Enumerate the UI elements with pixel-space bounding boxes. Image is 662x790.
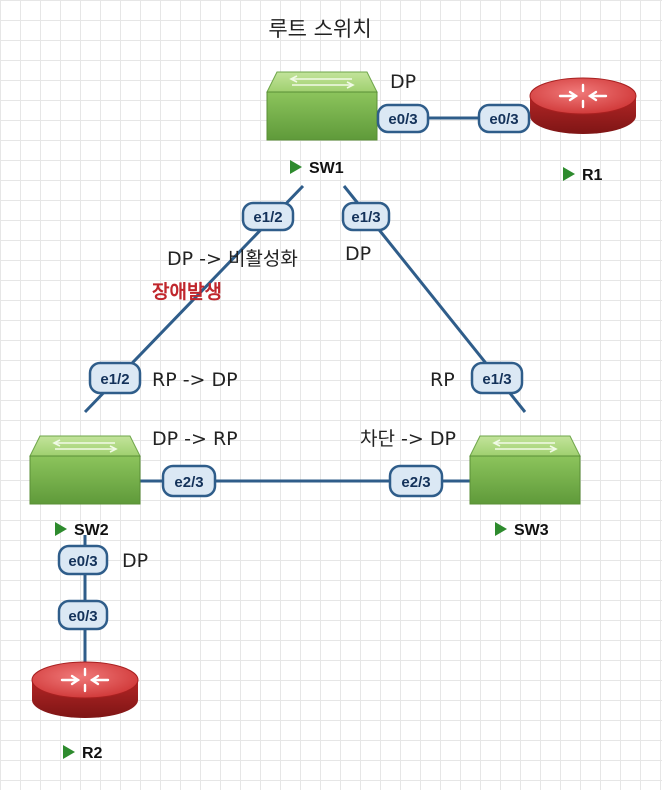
port-label: e2/3 <box>174 474 203 491</box>
device-label-sw1: SW1 <box>290 160 344 177</box>
port-label: e0/3 <box>388 111 417 128</box>
role-label-sw3-e1-3: RP <box>430 369 455 391</box>
port-badge-sw3-e2-3[interactable]: e2/3 <box>388 464 444 498</box>
switch-sw2[interactable] <box>29 435 141 505</box>
play-marker-icon <box>563 167 575 181</box>
role-label-sw1-e1-3: DP <box>345 243 371 265</box>
port-badge-sw1-e1-2[interactable]: e1/2 <box>241 201 295 232</box>
port-badge-r2-e0-3[interactable]: e0/3 <box>57 599 109 631</box>
port-label: e1/2 <box>100 371 129 388</box>
root-switch-title: 루트 스위치 <box>268 17 371 41</box>
port-label: e0/3 <box>68 608 97 625</box>
port-label: e0/3 <box>68 553 97 570</box>
device-label-sw3: SW3 <box>495 522 549 539</box>
port-label: e1/3 <box>351 209 380 226</box>
router-r2[interactable] <box>31 661 139 718</box>
port-label: e1/2 <box>253 209 282 226</box>
port-badge-sw2-e0-3[interactable]: e0/3 <box>57 544 109 576</box>
play-marker-icon <box>55 522 67 536</box>
role-label-sw1-e1-2: DP -> 비활성화 <box>167 248 298 270</box>
role-label-sw1-r1: DP <box>390 71 416 93</box>
switch-sw3[interactable] <box>469 435 581 505</box>
port-badge-sw1-e0-3[interactable]: e0/3 <box>376 103 430 134</box>
switch-icon <box>29 435 141 505</box>
router-r1[interactable] <box>529 77 637 134</box>
switch-icon <box>266 71 378 141</box>
port-badge-sw1-e1-3[interactable]: e1/3 <box>341 201 391 232</box>
port-badge-sw2-e1-2[interactable]: e1/2 <box>88 361 142 395</box>
play-marker-icon <box>63 745 75 759</box>
device-name: R1 <box>582 167 603 184</box>
port-label: e2/3 <box>401 474 430 491</box>
switch-icon <box>469 435 581 505</box>
play-marker-icon <box>290 160 302 174</box>
port-badge-r1-e0-3[interactable]: e0/3 <box>477 103 531 134</box>
role-label-sw2-e1-2: RP -> DP <box>152 369 238 391</box>
device-name: R2 <box>82 745 103 762</box>
router-icon <box>529 77 637 134</box>
port-badge-sw2-e2-3[interactable]: e2/3 <box>161 464 217 498</box>
port-badge-sw3-e1-3[interactable]: e1/3 <box>470 361 524 395</box>
router-icon <box>31 661 139 718</box>
failure-label: 장애발생 <box>152 281 222 303</box>
device-name: SW1 <box>309 160 344 177</box>
device-label-r1: R1 <box>563 167 603 184</box>
device-label-r2: R2 <box>63 745 103 762</box>
role-label-sw2-e2-3: DP -> RP <box>152 428 238 450</box>
role-label-sw3-e2-3: 차단 -> DP <box>360 428 456 450</box>
port-label: e0/3 <box>489 111 518 128</box>
port-label: e1/3 <box>482 371 511 388</box>
device-label-sw2: SW2 <box>55 522 109 539</box>
play-marker-icon <box>495 522 507 536</box>
switch-sw1[interactable] <box>266 71 378 141</box>
device-name: SW3 <box>514 522 549 539</box>
device-name: SW2 <box>74 522 109 539</box>
role-label-sw2-e0-3: DP <box>122 550 148 572</box>
